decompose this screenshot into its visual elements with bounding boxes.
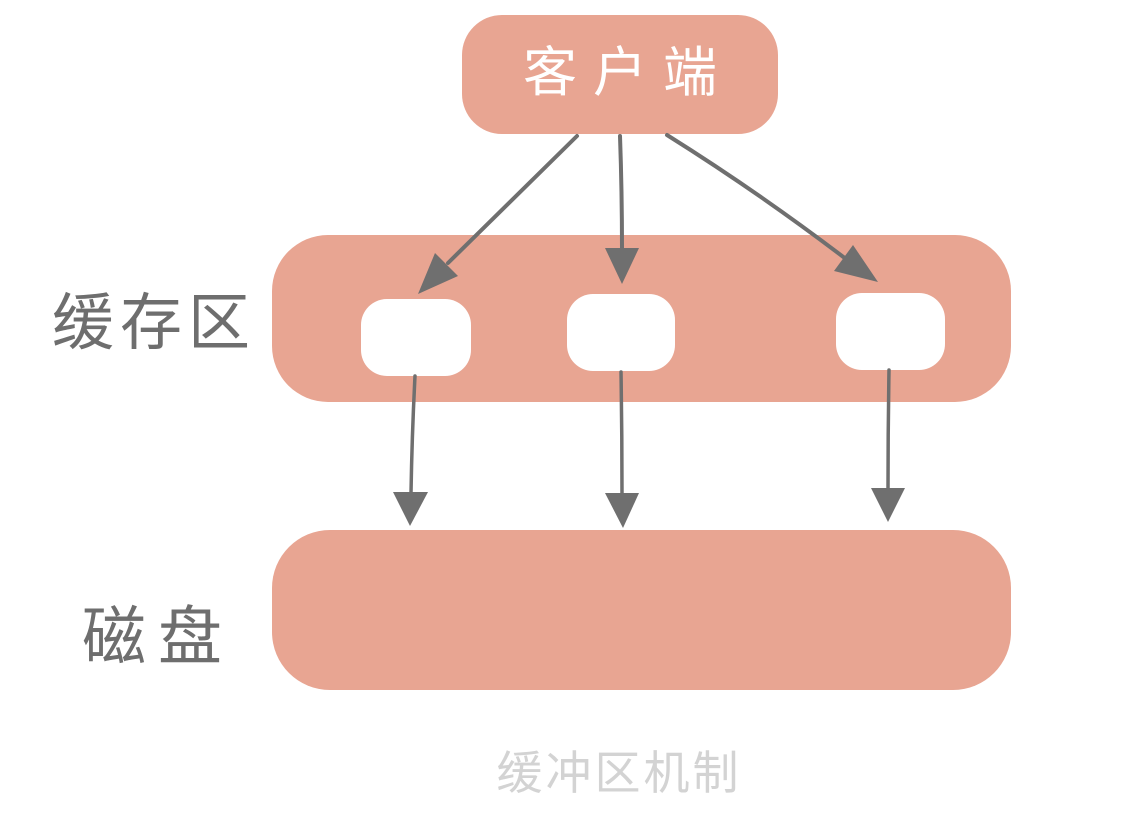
- disk-band-node: [272, 530, 1011, 690]
- buffer-slot-2: [567, 294, 675, 371]
- cache-band-side-label: 缓存区: [52, 286, 257, 359]
- client-node: 客户端: [462, 15, 778, 134]
- buffer-slot-3: [836, 293, 945, 370]
- arrow-head: [393, 492, 428, 526]
- diagram-caption: 缓冲区机制: [496, 746, 742, 800]
- arrow-shaft: [618, 134, 624, 252]
- buffer-slot-1: [361, 299, 471, 376]
- arrow-head: [871, 488, 905, 522]
- client-node-label: 客户端: [523, 40, 733, 104]
- arrow-head: [605, 493, 639, 528]
- disk-band-side-label: 磁盘: [82, 601, 234, 675]
